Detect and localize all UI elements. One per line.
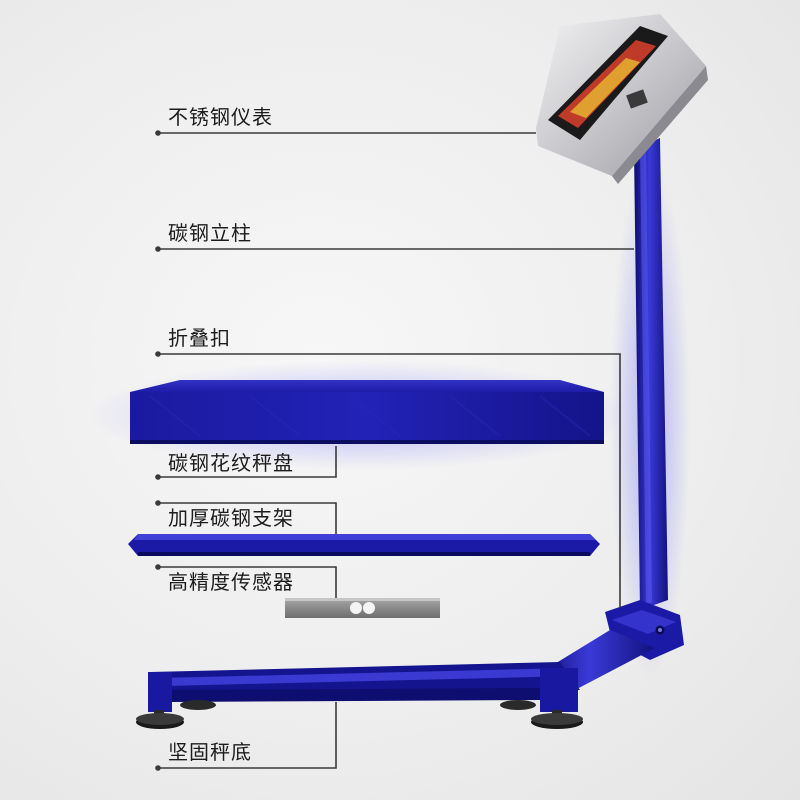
- foot-back-left: [180, 700, 216, 710]
- label-sensor: 高精度传感器: [168, 570, 294, 594]
- label-base: 坚固秤底: [168, 740, 252, 764]
- thick-steel-bracket: [128, 534, 600, 556]
- label-bracket: 加厚碳钢支架: [168, 506, 294, 530]
- label-pan: 碳钢花纹秤盘: [168, 451, 294, 475]
- label-meter: 不锈钢仪表: [168, 105, 273, 129]
- label-column: 碳钢立柱: [168, 221, 252, 245]
- sensor-hole-icon: [363, 602, 375, 614]
- sturdy-base: [148, 662, 580, 712]
- label-fold-buckle: 折叠扣: [168, 326, 231, 350]
- checkered-steel-pan: [130, 380, 604, 444]
- leader-dots: [155, 130, 161, 771]
- carbon-steel-column: [634, 138, 668, 610]
- foot-back-right: [500, 700, 536, 710]
- leader-lines: [158, 132, 634, 769]
- foot-front-right: [531, 710, 583, 729]
- sensor-hole-icon: [350, 602, 362, 614]
- stainless-meter: [536, 14, 708, 184]
- foot-front-left: [136, 710, 184, 729]
- power-switch-icon: [626, 89, 648, 109]
- precision-sensor: [285, 598, 440, 618]
